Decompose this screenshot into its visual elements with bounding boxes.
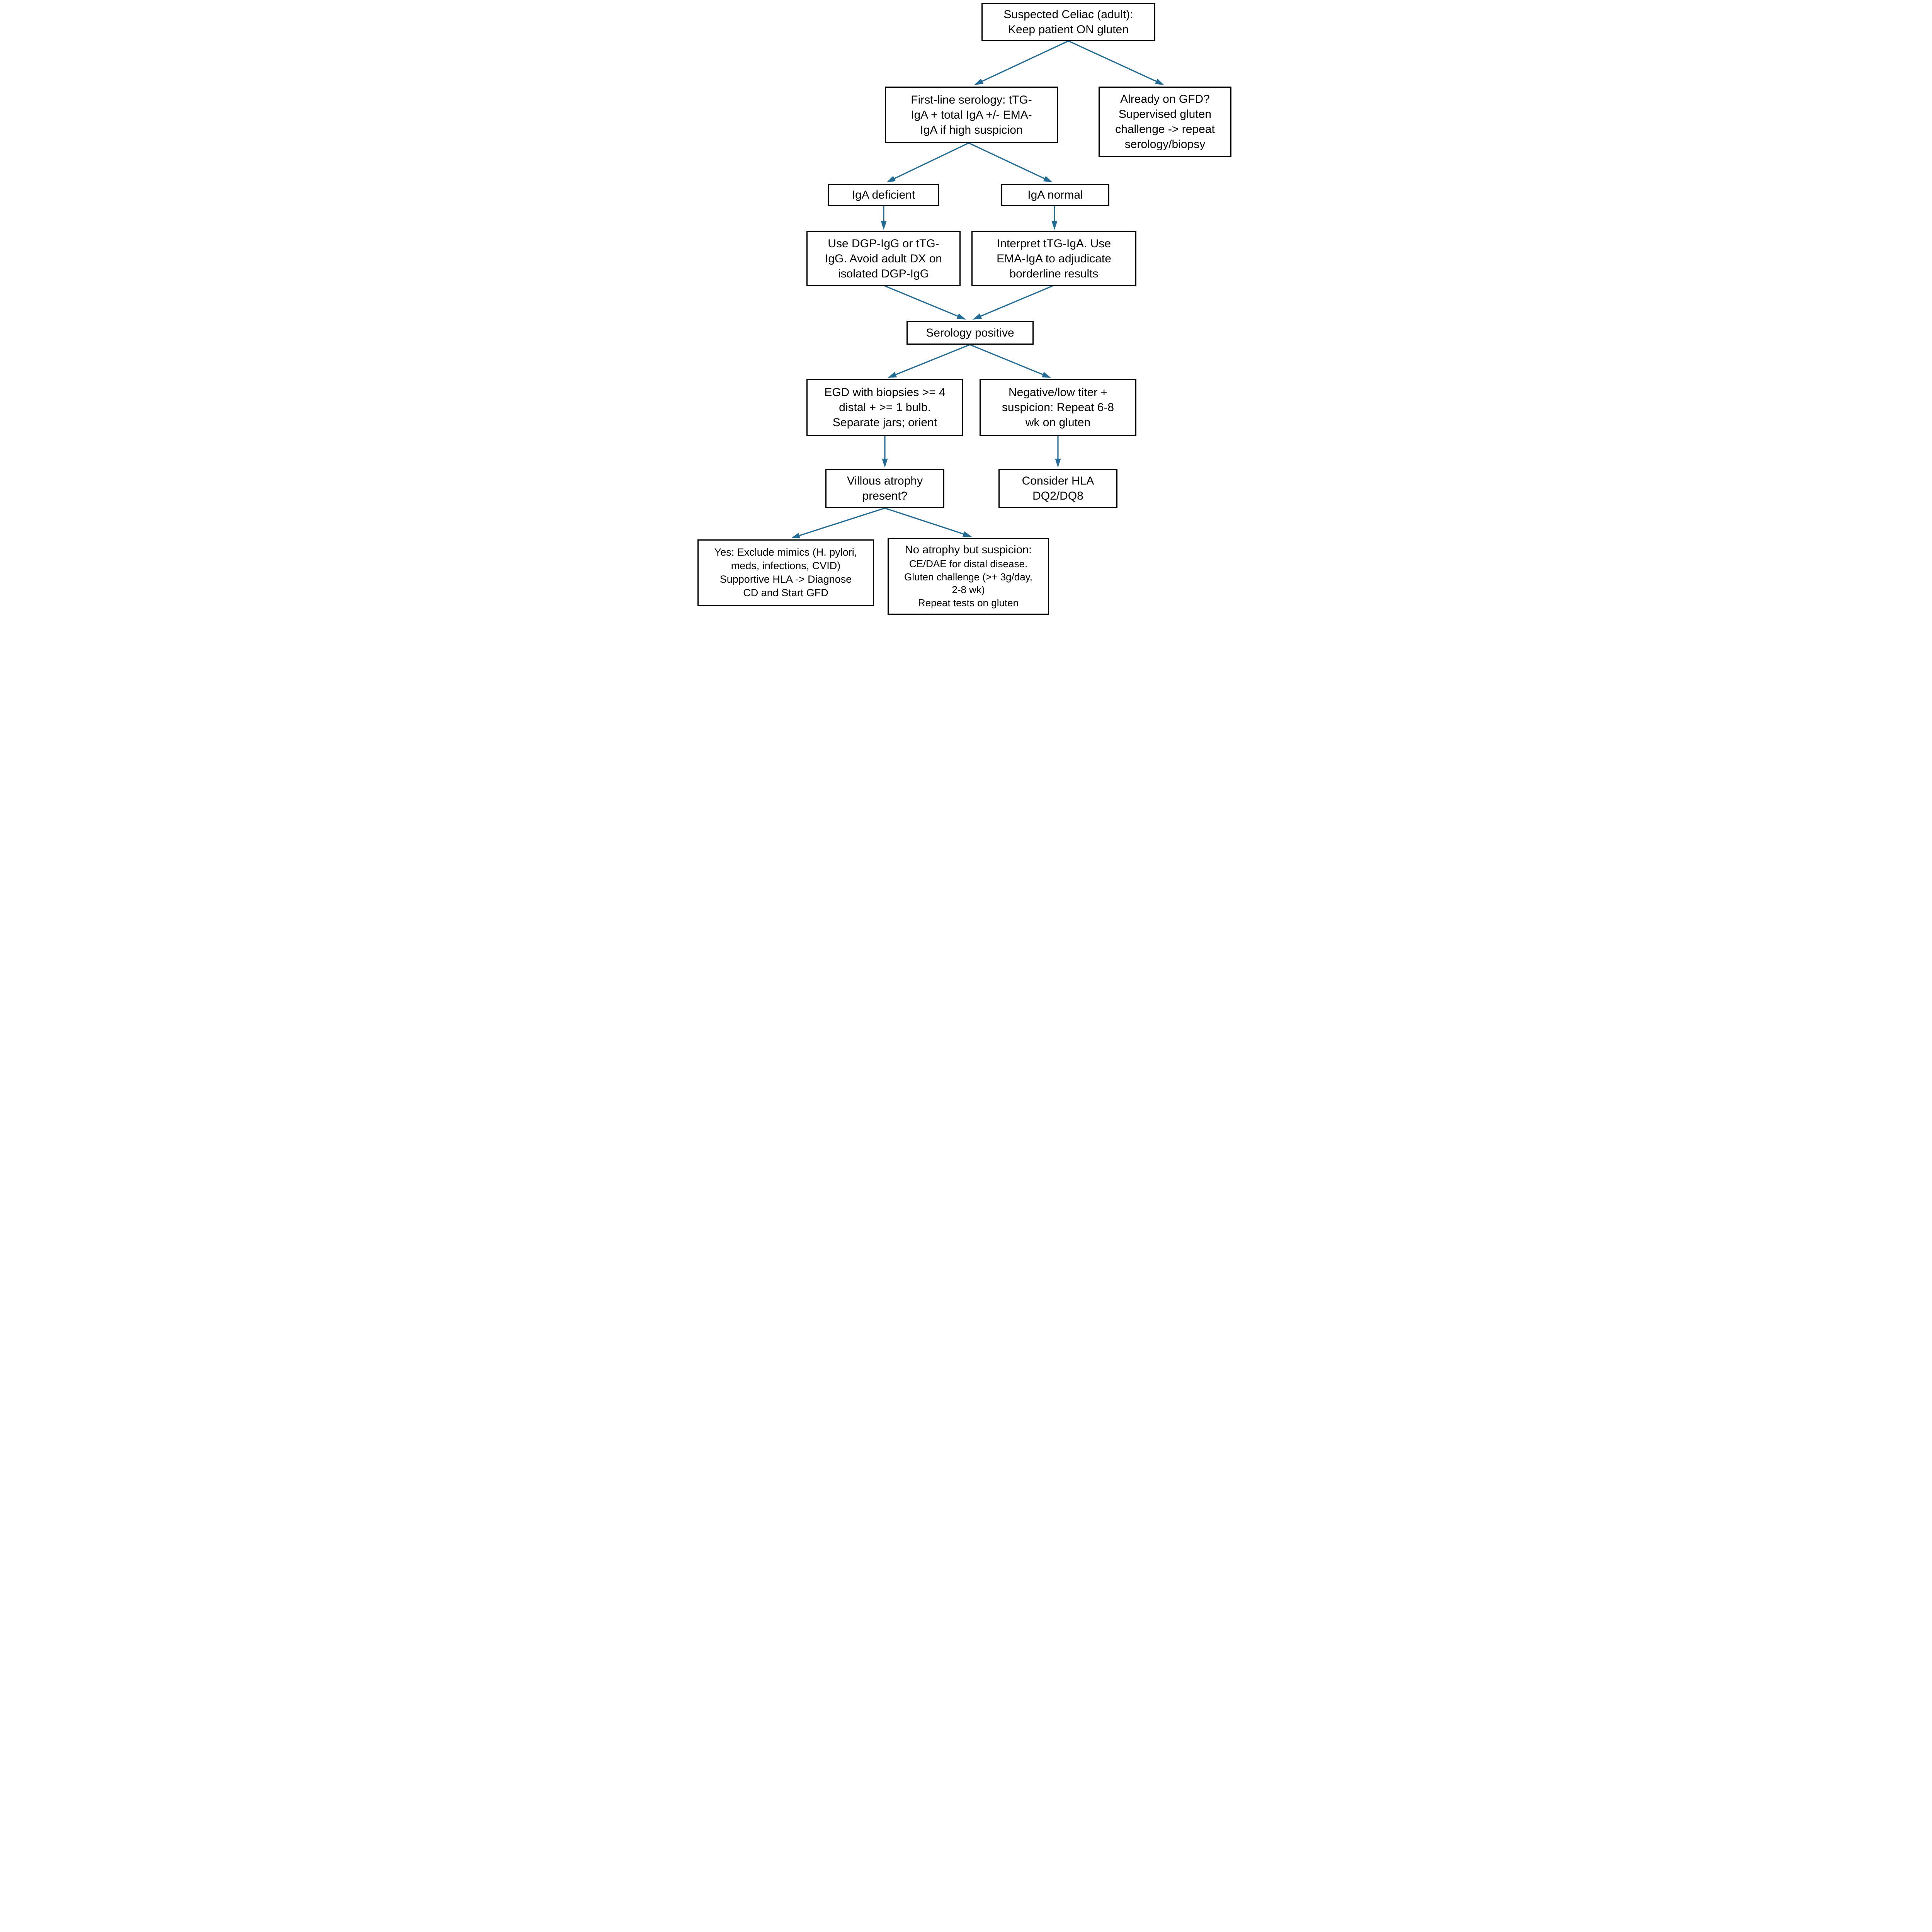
arrow-head-villous_atrophy-to-no_atrophy	[962, 531, 972, 537]
node-yes-exclude-mimics: Yes: Exclude mimics (H. pylori, meds, in…	[697, 539, 874, 606]
arrow-line-start-to-already_gfd	[1068, 40, 1156, 82]
node-egd-with-biopsies: EGD with biopsies >= 4 distal + >= 1 bul…	[806, 379, 963, 436]
arrow-line-first_line-to-iga_normal	[968, 142, 1045, 179]
node-no-atrophy-title: No atrophy but suspicion:	[905, 543, 1032, 556]
arrow-line-use_dgp-to-serology_positive	[884, 285, 958, 317]
arrow-head-start-to-first_line	[974, 78, 984, 85]
arrow-line-serology_positive-to-negative_low_titer	[969, 344, 1043, 375]
arrow-line-villous_atrophy-to-no_atrophy	[884, 507, 964, 535]
arrow-head-interpret_ttg-to-serology_positive	[973, 313, 982, 320]
node-negative-low-titer: Negative/low titer + suspicion: Repeat 6…	[980, 379, 1136, 436]
arrow-head-egd_biopsies-to-villous_atrophy	[882, 459, 888, 468]
arrow-head-serology_positive-to-negative_low_titer	[1041, 372, 1051, 378]
arrow-head-iga_normal-to-interpret_ttg	[1051, 221, 1058, 230]
arrow-head-first_line-to-iga_deficient	[886, 176, 896, 182]
arrow-head-negative_low_titer-to-consider_hla	[1055, 459, 1061, 468]
node-iga-normal: IgA normal	[1001, 184, 1109, 206]
arrow-line-serology_positive-to-egd_biopsies	[895, 344, 970, 375]
node-serology-positive: Serology positive	[906, 321, 1034, 345]
node-already-on-gfd: Already on GFD? Supervised gluten challe…	[1099, 87, 1231, 157]
arrow-head-first_line-to-iga_normal	[1043, 176, 1053, 182]
node-no-atrophy-body: CE/DAE for distal disease. Gluten challe…	[904, 558, 1032, 609]
node-consider-hla: Consider HLA DQ2/DQ8	[998, 469, 1117, 508]
node-interpret-ttg-iga: Interpret tTG-IgA. Use EMA-IgA to adjudi…	[971, 231, 1136, 286]
node-first-line-serology: First-line serology: tTG- IgA + total Ig…	[885, 87, 1058, 143]
node-use-dgp-igg: Use DGP-IgG or tTG- IgG. Avoid adult DX …	[806, 231, 961, 286]
arrow-head-start-to-already_gfd	[1155, 78, 1164, 85]
arrow-line-villous_atrophy-to-yes_exclude	[799, 507, 885, 536]
node-suspected-celiac: Suspected Celiac (adult): Keep patient O…	[981, 3, 1155, 41]
node-villous-atrophy: Villous atrophy present?	[825, 469, 944, 508]
node-no-atrophy: No atrophy but suspicion: CE/DAE for dis…	[888, 538, 1049, 615]
node-iga-deficient: IgA deficient	[828, 184, 939, 206]
flowchart-canvas: Suspected Celiac (adult): Keep patient O…	[696, 0, 1236, 617]
arrow-head-villous_atrophy-to-yes_exclude	[791, 532, 801, 539]
arrow-line-first_line-to-iga_deficient	[894, 142, 969, 179]
arrow-head-iga_deficient-to-use_dgp	[881, 221, 887, 230]
arrow-head-serology_positive-to-egd_biopsies	[888, 372, 897, 378]
edges-layer	[791, 40, 1164, 539]
arrow-head-use_dgp-to-serology_positive	[956, 313, 966, 320]
arrow-line-start-to-first_line	[982, 40, 1069, 82]
arrow-line-interpret_ttg-to-serology_positive	[980, 285, 1053, 317]
